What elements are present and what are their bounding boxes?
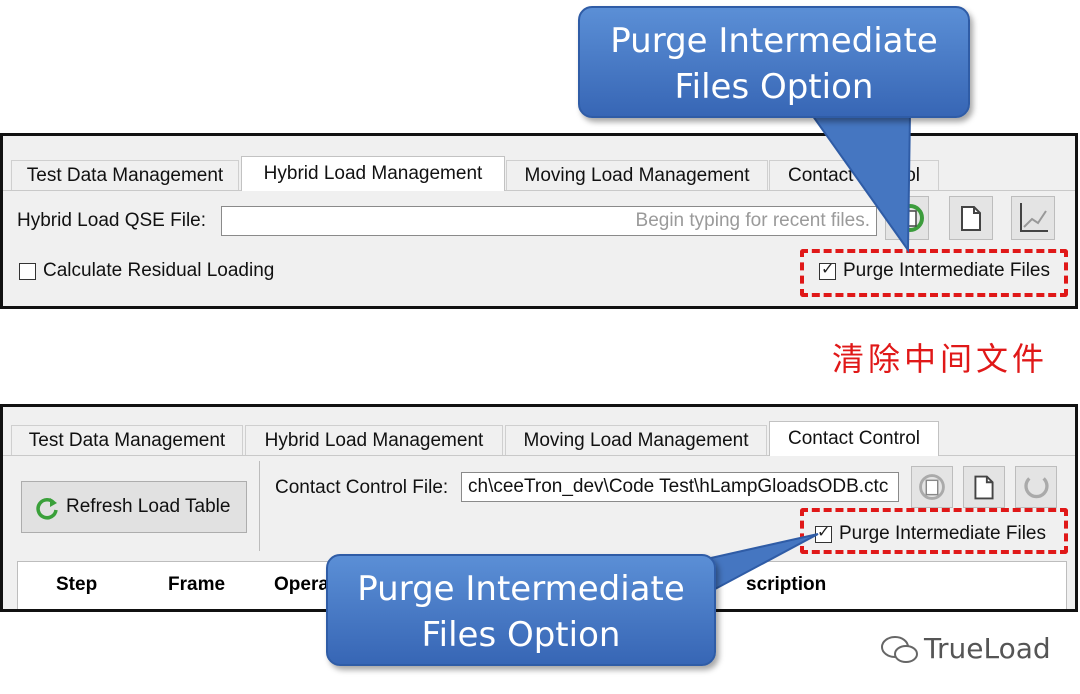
plot-button[interactable] [1011, 196, 1055, 240]
recent-files-button[interactable] [911, 466, 953, 508]
column-header-description: scription [746, 574, 827, 595]
tab-bar: Test Data Management Hybrid Load Managem… [3, 421, 1075, 456]
column-header-step: Step [56, 574, 98, 595]
document-icon [974, 475, 994, 500]
callout-bottom: Purge Intermediate Files Option [326, 554, 716, 666]
wechat-icon [881, 636, 918, 663]
purge-highlight-top [800, 249, 1068, 297]
refresh-icon [36, 498, 58, 520]
chinese-caption: 清除中间文件 [832, 340, 1049, 378]
column-header-operation: Opera [274, 574, 329, 595]
purge-files-label-bottom: Purge Intermediate Files [839, 523, 1046, 544]
open-file-button[interactable] [949, 196, 993, 240]
callout-pointer-bottom [701, 533, 819, 598]
tab-moving-load-management[interactable]: Moving Load Management [506, 160, 768, 190]
hybrid-load-file-input[interactable]: Begin typing for recent files. [221, 206, 877, 236]
column-header-frame: Frame [168, 574, 226, 595]
tab-hybrid-load-management[interactable]: Hybrid Load Management [245, 425, 503, 455]
tab-contact-control[interactable]: Contact Control [769, 421, 939, 456]
purge-highlight-bottom [800, 508, 1068, 554]
reload-icon [1024, 477, 1049, 499]
callout-pointer-top [808, 111, 912, 254]
callout-bottom-text: Purge Intermediate Files Option [357, 569, 685, 655]
reload-button[interactable] [1015, 466, 1057, 508]
document-icon [961, 206, 981, 231]
tab-bar: Test Data Management Hybrid Load Managem… [3, 156, 1075, 191]
contact-control-file-label: Contact Control File: [275, 477, 449, 498]
document-icon [919, 474, 945, 500]
purge-files-checkbox-top[interactable]: ✓ [819, 261, 836, 280]
refresh-load-table-button[interactable]: Refresh Load Table [21, 481, 247, 533]
refresh-load-table-label: Refresh Load Table [66, 496, 231, 517]
tab-hybrid-load-management[interactable]: Hybrid Load Management [241, 156, 505, 191]
vertical-divider [259, 461, 260, 551]
tab-moving-load-management[interactable]: Moving Load Management [505, 425, 767, 455]
check-icon: ✓ [821, 261, 835, 278]
tab-test-data-management[interactable]: Test Data Management [11, 160, 239, 190]
callout-top-text: Purge Intermediate Files Option [610, 21, 938, 107]
purge-files-label-top: Purge Intermediate Files [843, 260, 1050, 281]
callout-top: Purge Intermediate Files Option [578, 6, 970, 118]
open-file-button[interactable] [963, 466, 1005, 508]
calculate-residual-label: Calculate Residual Loading [43, 260, 275, 281]
check-icon: ✓ [817, 524, 831, 541]
tab-test-data-management[interactable]: Test Data Management [11, 425, 243, 455]
hybrid-load-file-label: Hybrid Load QSE File: [17, 210, 207, 231]
chart-axes-icon [1020, 203, 1048, 232]
watermark: TrueLoad [924, 632, 1051, 665]
calculate-residual-checkbox[interactable] [19, 263, 36, 280]
contact-control-file-input[interactable]: ch\ceeTron_dev\Code Test\hLampGloadsODB.… [461, 472, 899, 502]
